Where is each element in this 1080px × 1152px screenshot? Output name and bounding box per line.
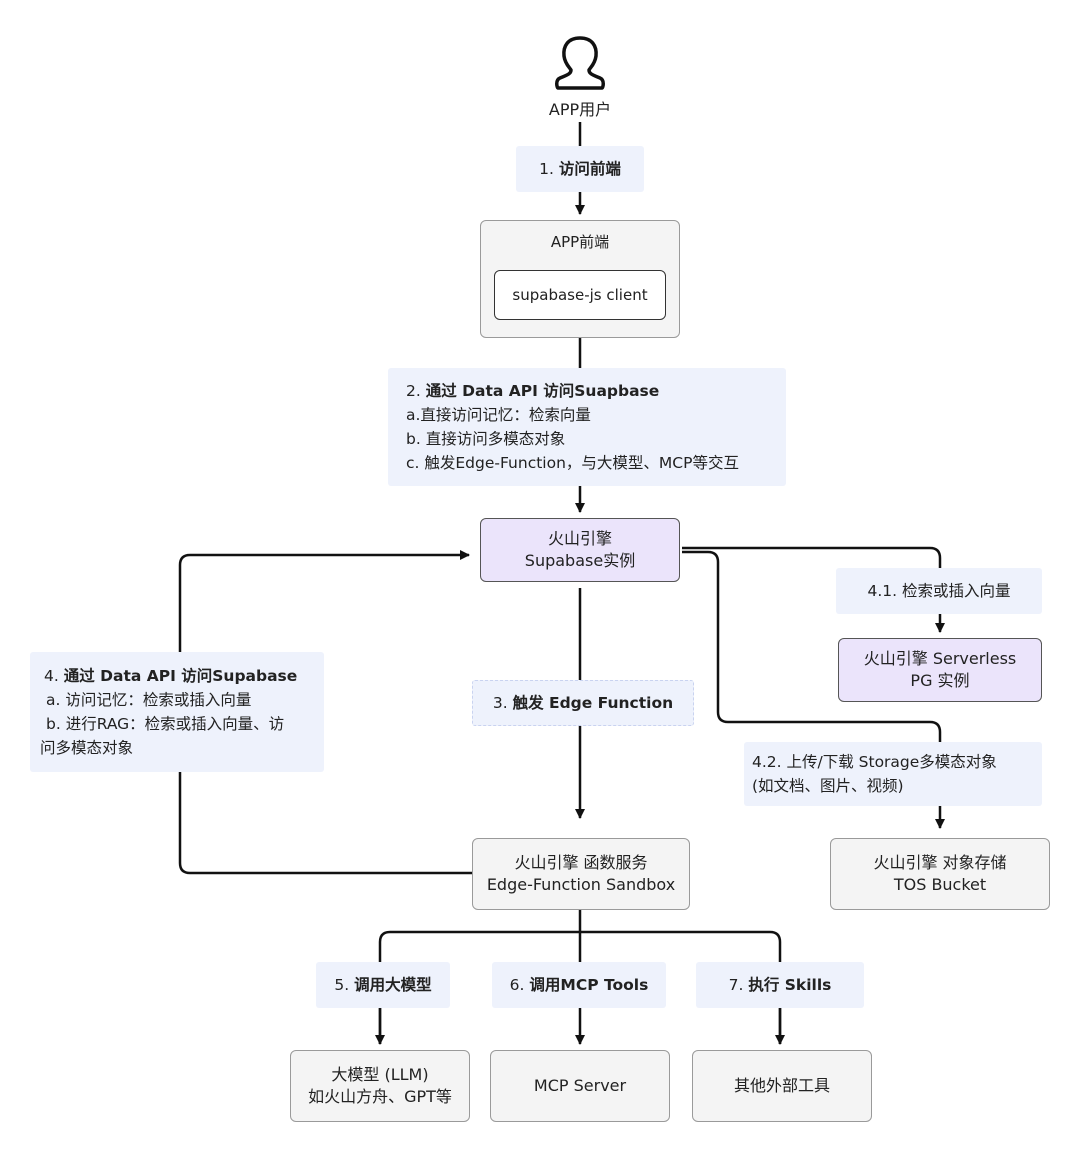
step-1-label: 1. 访问前端 (516, 146, 644, 192)
step-3-num: 3. (492, 694, 508, 712)
edge-function-node: 火山引擎 函数服务 Edge-Function Sandbox (472, 838, 690, 910)
frontend-node: APP前端 supabase-js client (480, 220, 680, 338)
step-6-label: 6. 调用MCP Tools (492, 962, 666, 1008)
edge-line-2: Edge-Function Sandbox (486, 875, 676, 894)
step-4-2-label: 4.2. 上传/下载 Storage多模态对象 (如文档、图片、视频) (744, 742, 1042, 806)
step-4-line-a: a. 访问记忆：检索或插入向量 (46, 691, 252, 709)
pg-line-1: 火山引擎 Serverless (863, 649, 1017, 668)
user-icon (555, 36, 605, 90)
step-2-title: 通过 Data API 访问Suapbase (425, 382, 660, 400)
step-1-text: 访问前端 (558, 160, 621, 178)
step-6-text: 调用MCP Tools (529, 976, 649, 994)
step-7-label: 7. 执行 Skills (696, 962, 864, 1008)
step-4-label: 4. 通过 Data API 访问Supabase a. 访问记忆：检索或插入向… (30, 652, 324, 772)
step-3-label: 3. 触发 Edge Function (472, 680, 694, 726)
step-2-line-a: a.直接访问记忆：检索向量 (406, 406, 591, 424)
step-4-1-text: 4.1. 检索或插入向量 (867, 582, 1011, 600)
tos-node: 火山引擎 对象存储 TOS Bucket (830, 838, 1050, 910)
supabase-js-client: supabase-js client (494, 270, 666, 320)
user-node: APP用户 (530, 34, 630, 124)
step-4-line-b: b. 进行RAG：检索或插入向量、访 (46, 715, 285, 733)
mcp-server-text: MCP Server (533, 1076, 627, 1095)
step-2-label: 2. 通过 Data API 访问Suapbase a.直接访问记忆：检索向量 … (388, 368, 786, 486)
edge-supabase-tos (682, 550, 945, 829)
step-2-line-b: b. 直接访问多模态对象 (406, 430, 566, 448)
llm-node: 大模型 (LLM) 如火山方舟、GPT等 (290, 1050, 470, 1122)
external-tools-node: 其他外部工具 (692, 1050, 872, 1122)
step-6-num: 6. (509, 976, 525, 994)
llm-line-2: 如火山方舟、GPT等 (308, 1087, 452, 1106)
supabase-node: 火山引擎 Supabase实例 (480, 518, 680, 582)
step-5-text: 调用大模型 (354, 976, 432, 994)
supabase-line-1: 火山引擎 (547, 529, 612, 548)
tos-line-2: TOS Bucket (893, 875, 987, 894)
step-4-line-c: 问多模态对象 (40, 739, 134, 757)
step-2-num: 2. (406, 382, 421, 400)
edge-supabase-pg (682, 546, 945, 633)
step-2-line-c: c. 触发Edge-Function，与大模型、MCP等交互 (406, 454, 739, 472)
step-4-num: 4. (44, 667, 59, 685)
frontend-title: APP前端 (550, 233, 610, 251)
tos-line-1: 火山引擎 对象存储 (873, 853, 1007, 872)
pg-node: 火山引擎 Serverless PG 实例 (838, 638, 1042, 702)
step-5-label: 5. 调用大模型 (316, 962, 450, 1008)
user-label: APP用户 (548, 100, 612, 119)
step-4-1-label: 4.1. 检索或插入向量 (836, 568, 1042, 614)
step-1-num: 1. (539, 160, 554, 178)
pg-line-2: PG 实例 (910, 671, 970, 690)
external-tools-text: 其他外部工具 (733, 1076, 830, 1095)
step-4-2-line-2: (如文档、图片、视频) (752, 777, 904, 795)
step-4-2-line-1: 4.2. 上传/下载 Storage多模态对象 (752, 753, 997, 771)
step-7-num: 7. (728, 976, 744, 994)
mcp-server-node: MCP Server (490, 1050, 670, 1122)
llm-line-1: 大模型 (LLM) (331, 1065, 429, 1084)
supabase-line-2: Supabase实例 (524, 551, 636, 570)
step-3-text: 触发 Edge Function (512, 694, 674, 712)
edge-line-1: 火山引擎 函数服务 (514, 853, 648, 872)
step-5-num: 5. (334, 976, 350, 994)
step-4-title: 通过 Data API 访问Supabase (63, 667, 298, 685)
step-7-text: 执行 Skills (748, 976, 832, 994)
